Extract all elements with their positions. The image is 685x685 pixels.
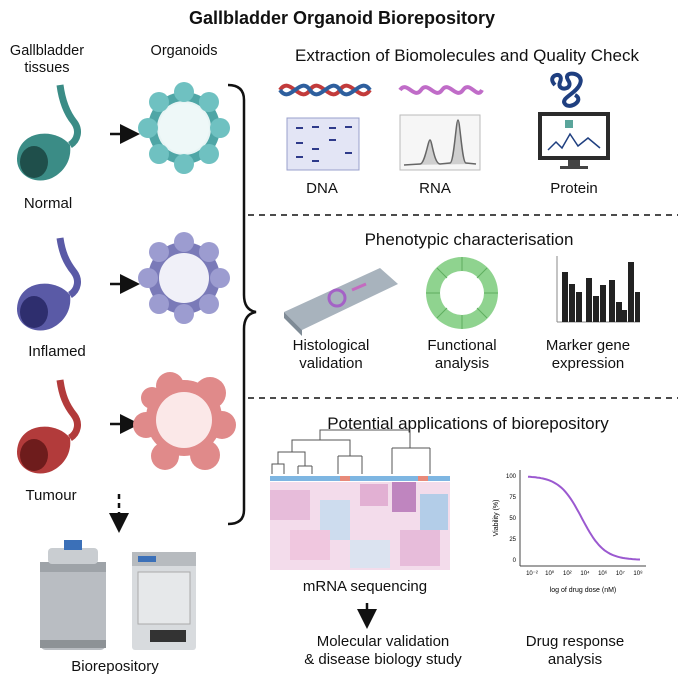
dna-helix-icon: [278, 83, 372, 97]
organoids-header: Organoids: [150, 43, 218, 59]
dose-chart-ytick: 50: [509, 516, 516, 522]
normal-gallbladder-icon: [16, 84, 81, 181]
section-applications-title: Potential applications of biorepository: [327, 414, 609, 433]
dose-chart-xtick: 10⁶: [598, 570, 608, 577]
dose-chart-ytick: 0: [513, 558, 517, 564]
rna-strand-icon: [398, 85, 484, 95]
tumour-label: Tumour: [25, 487, 77, 504]
tissues-header: Gallbladder tissues: [9, 43, 85, 76]
figure-title: Gallbladder Organoid Biorepository: [188, 8, 496, 28]
dose-response-chart: [519, 470, 646, 567]
histology-slide-icon: [284, 268, 398, 336]
rna-trace-icon: [399, 114, 481, 171]
functional-label: Functional analysis: [427, 337, 497, 372]
inflamed-label: Inflamed: [28, 343, 86, 360]
dose-chart-xlabel: log of drug dose (nM): [550, 587, 617, 594]
dose-chart-ylabel: Viability (%): [493, 500, 500, 537]
inflamed-organoid-icon: [138, 232, 230, 324]
inflamed-gallbladder-icon: [16, 237, 81, 331]
dose-chart-xtick: 10²: [563, 571, 572, 577]
dose-chart-xtick: 10⁷: [616, 570, 625, 577]
normal-label: Normal: [23, 195, 73, 212]
dose-chart-ytick: 100: [506, 474, 517, 480]
dose-chart-xtick: 10⁰: [545, 570, 555, 577]
dose-chart-xtick: 10⁻²: [526, 571, 538, 577]
dna-label: DNA: [306, 180, 338, 197]
monitor-icon: [538, 112, 610, 169]
dose-chart-xtick: 10⁴: [580, 570, 590, 577]
marker-bar-chart-icon: [556, 256, 640, 323]
mrna-sequencing-label: mRNA sequencing: [302, 578, 428, 595]
molecular-validation-label: Molecular validation & disease biology s…: [304, 633, 462, 668]
histological-label: Histological validation: [292, 337, 370, 372]
section-phenotypic-title: Phenotypic characterisation: [364, 230, 574, 249]
drug-response-label: Drug response analysis: [525, 633, 625, 668]
dose-chart-ytick: 75: [509, 495, 516, 501]
normal-organoid-icon: [138, 82, 230, 174]
organoid-ring-icon: [426, 257, 498, 329]
dose-chart-ytick: 25: [509, 537, 516, 543]
freezer-icon: [132, 552, 196, 650]
tumour-organoid-icon: [133, 372, 236, 470]
rna-label: RNA: [419, 180, 451, 197]
dna-gel-icon: [286, 117, 360, 171]
biorepository-label: Biorepository: [71, 658, 159, 675]
marker-gene-label: Marker gene expression: [545, 337, 631, 372]
tumour-gallbladder-icon: [16, 379, 81, 474]
heatmap-icon: [270, 429, 450, 570]
section-extraction-title: Extraction of Biomolecules and Quality C…: [295, 46, 639, 65]
protein-label: Protein: [550, 180, 598, 197]
protein-coil-icon: [550, 71, 583, 108]
grouping-brace: [227, 83, 257, 526]
cryo-tank-icon: [40, 540, 106, 650]
dose-chart-xtick: 10⁸: [633, 570, 643, 577]
